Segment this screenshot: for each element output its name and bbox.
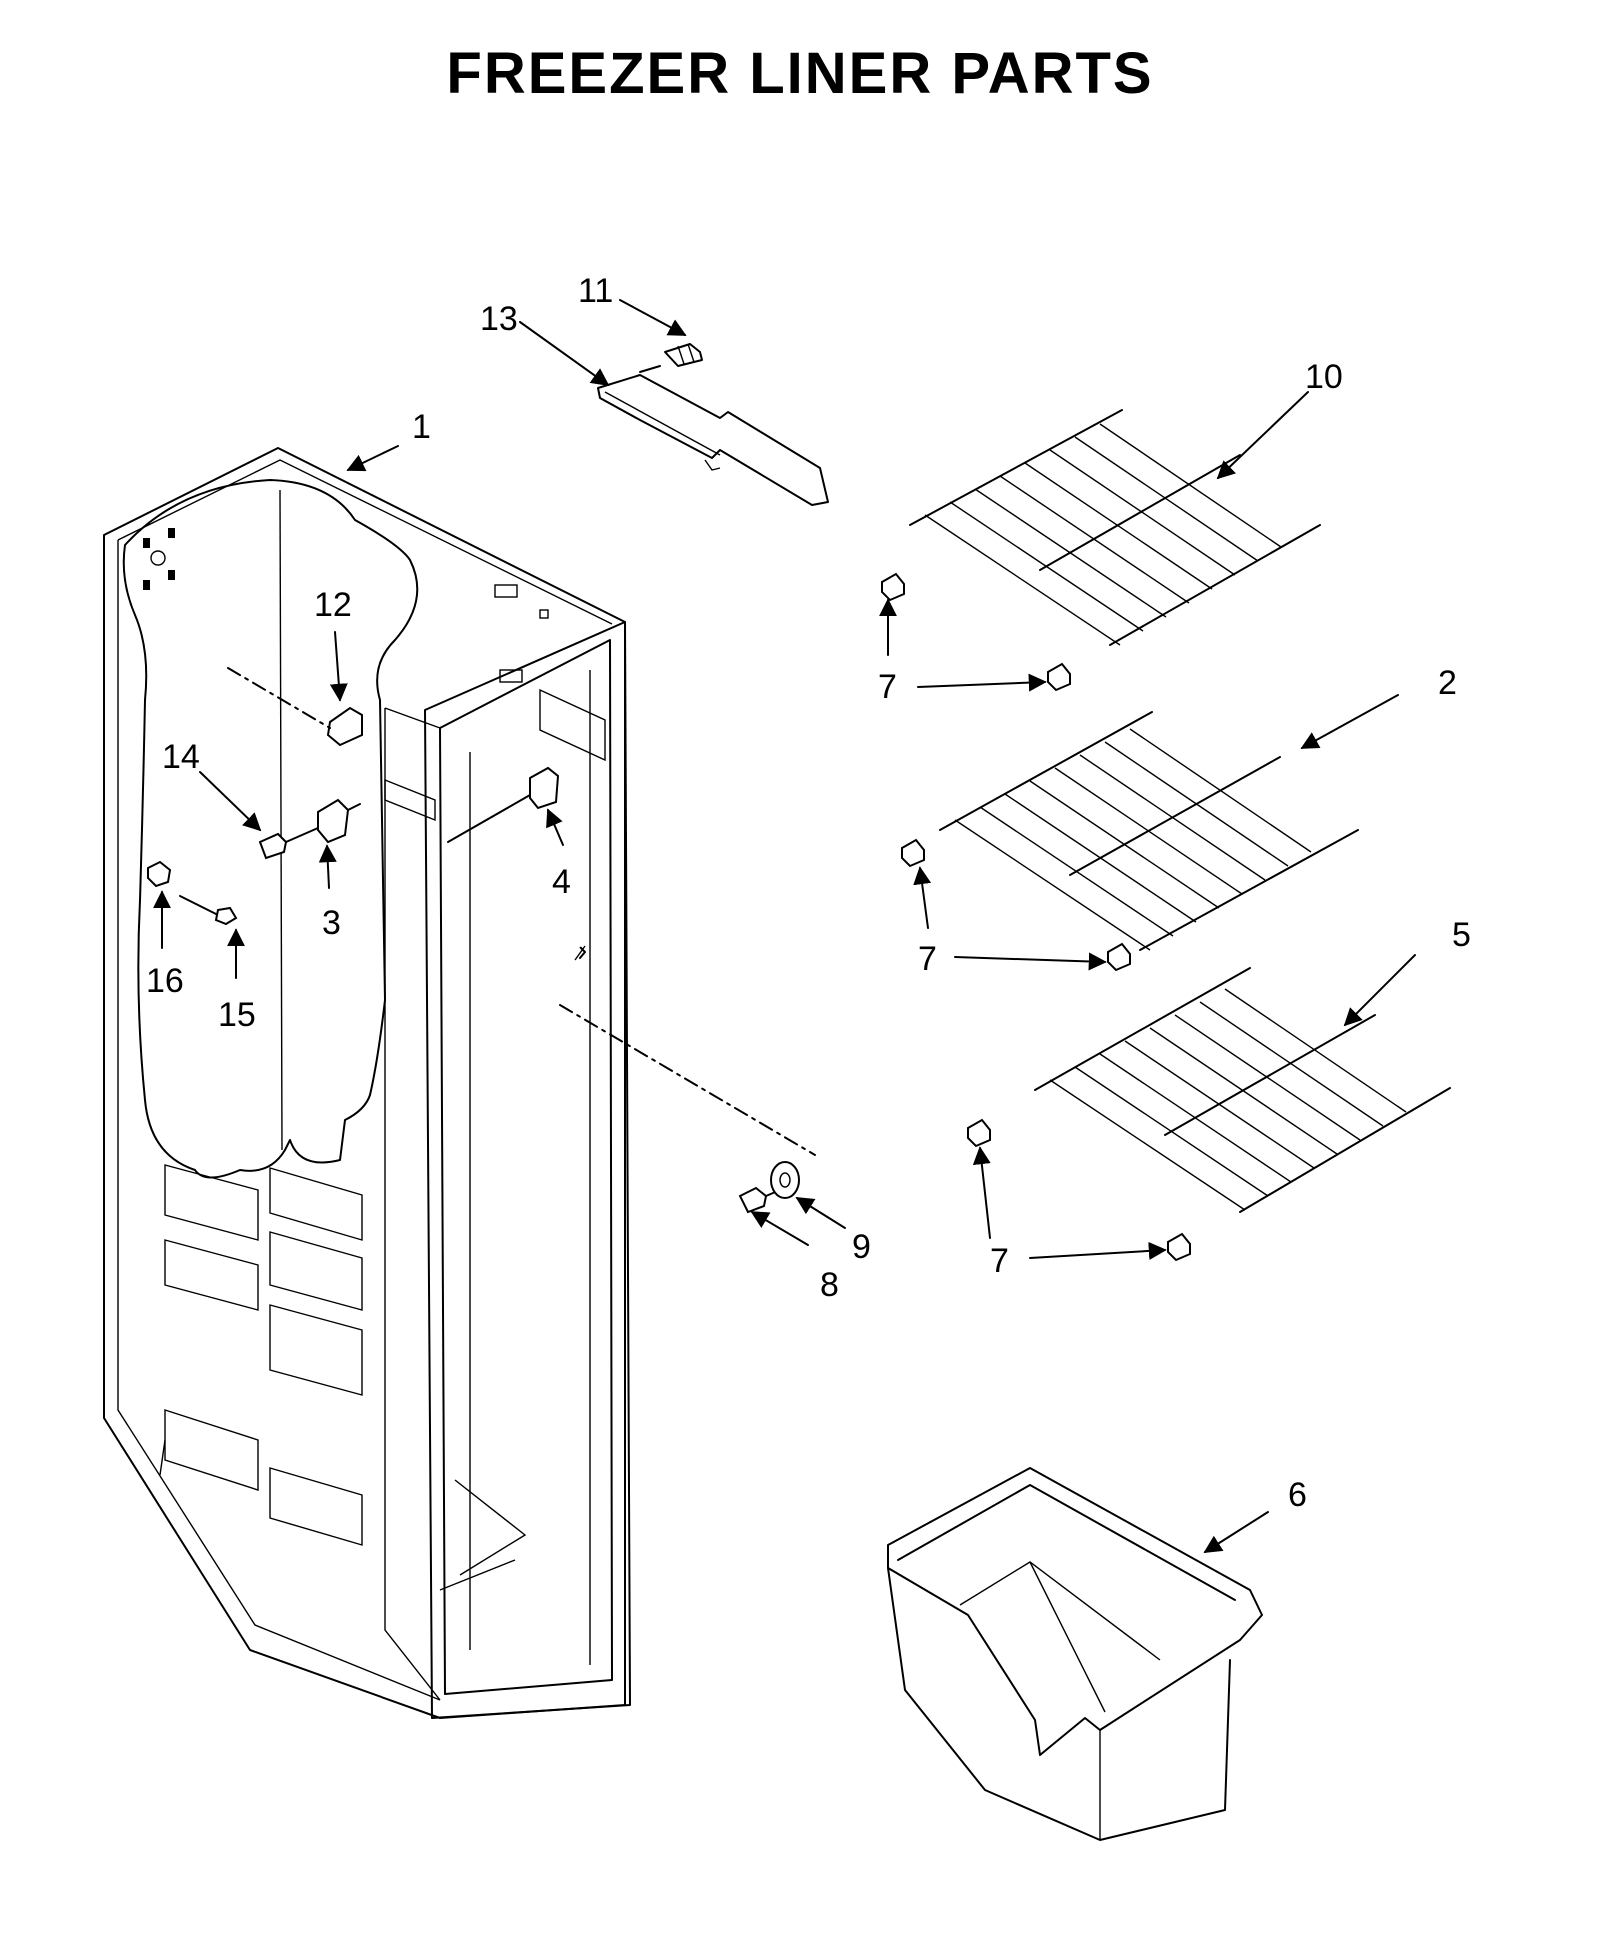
freezer-liner-part: [103, 447, 631, 1719]
callout-10: 10: [1305, 358, 1343, 396]
wire-shelf-part-5: [1034, 967, 1451, 1213]
screw-part-11: [639, 343, 703, 373]
callout-3: 3: [322, 904, 341, 942]
callout-leaders: [153, 299, 1416, 1553]
callout-5: 5: [1452, 916, 1471, 954]
callout-13: 13: [480, 300, 518, 338]
wire-shelf-part-2: [939, 711, 1359, 951]
wire-shelf-part-10: [909, 409, 1321, 646]
callout-12: 12: [314, 586, 352, 624]
freezer-bin-part-6: [887, 1467, 1263, 1841]
callout-14: 14: [162, 738, 200, 776]
callout-4: 4: [552, 863, 571, 901]
callout-6: 6: [1288, 1476, 1307, 1514]
callout-8: 8: [820, 1266, 839, 1304]
callout-15: 15: [218, 996, 256, 1034]
callout-7c: 7: [990, 1242, 1009, 1280]
shelf-support-parts-7: [881, 572, 1191, 1262]
callout-11: 11: [578, 272, 613, 310]
callout-9: 9: [852, 1228, 871, 1266]
callout-1: 1: [412, 408, 431, 446]
bracket-part-13: [597, 374, 829, 506]
callout-7a: 7: [878, 668, 897, 706]
callout-2: 2: [1438, 664, 1457, 702]
callout-16: 16: [146, 962, 184, 1000]
diagram-title: FREEZER LINER PARTS: [446, 41, 1154, 106]
hardware-parts: [147, 667, 816, 1214]
callout-7b: 7: [918, 940, 937, 978]
